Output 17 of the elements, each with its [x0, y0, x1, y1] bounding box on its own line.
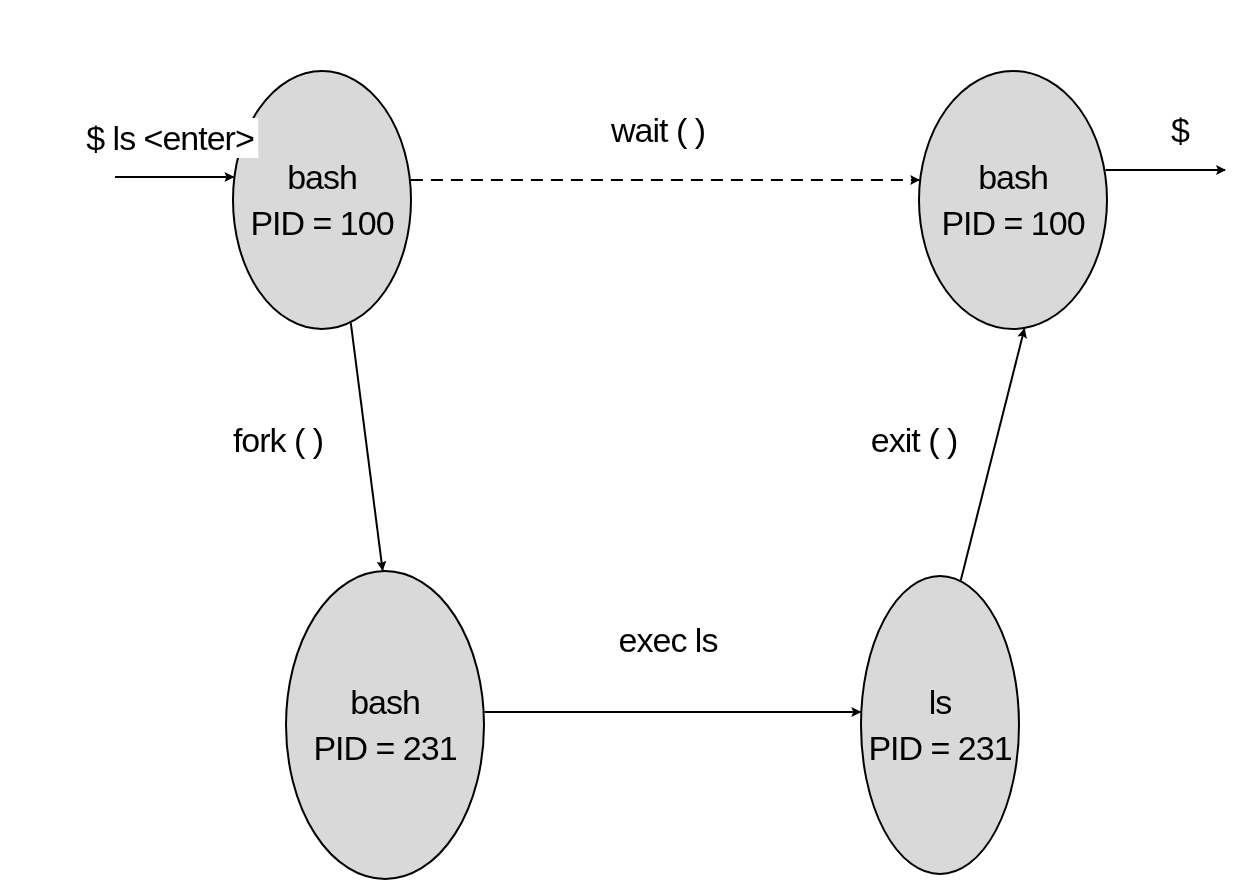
process-ellipse: [918, 70, 1108, 330]
arrow: [349, 322, 387, 572]
process-ellipse: [860, 575, 1020, 875]
arrow: [483, 707, 862, 717]
arrow: [114, 172, 235, 182]
arrow: [959, 328, 1027, 582]
node-label: PID = 231: [868, 728, 1012, 769]
node-label: bash: [350, 682, 420, 723]
node-label: bash: [978, 157, 1048, 198]
node-label: PID = 100: [941, 203, 1085, 244]
node-label: ls: [928, 682, 952, 723]
node-label: bash: [287, 157, 357, 198]
arrow: [1104, 165, 1226, 175]
node-label: PID = 100: [250, 203, 394, 244]
process-ellipse: [285, 570, 485, 880]
arrow: [409, 175, 921, 185]
node-label: PID = 231: [313, 728, 457, 769]
